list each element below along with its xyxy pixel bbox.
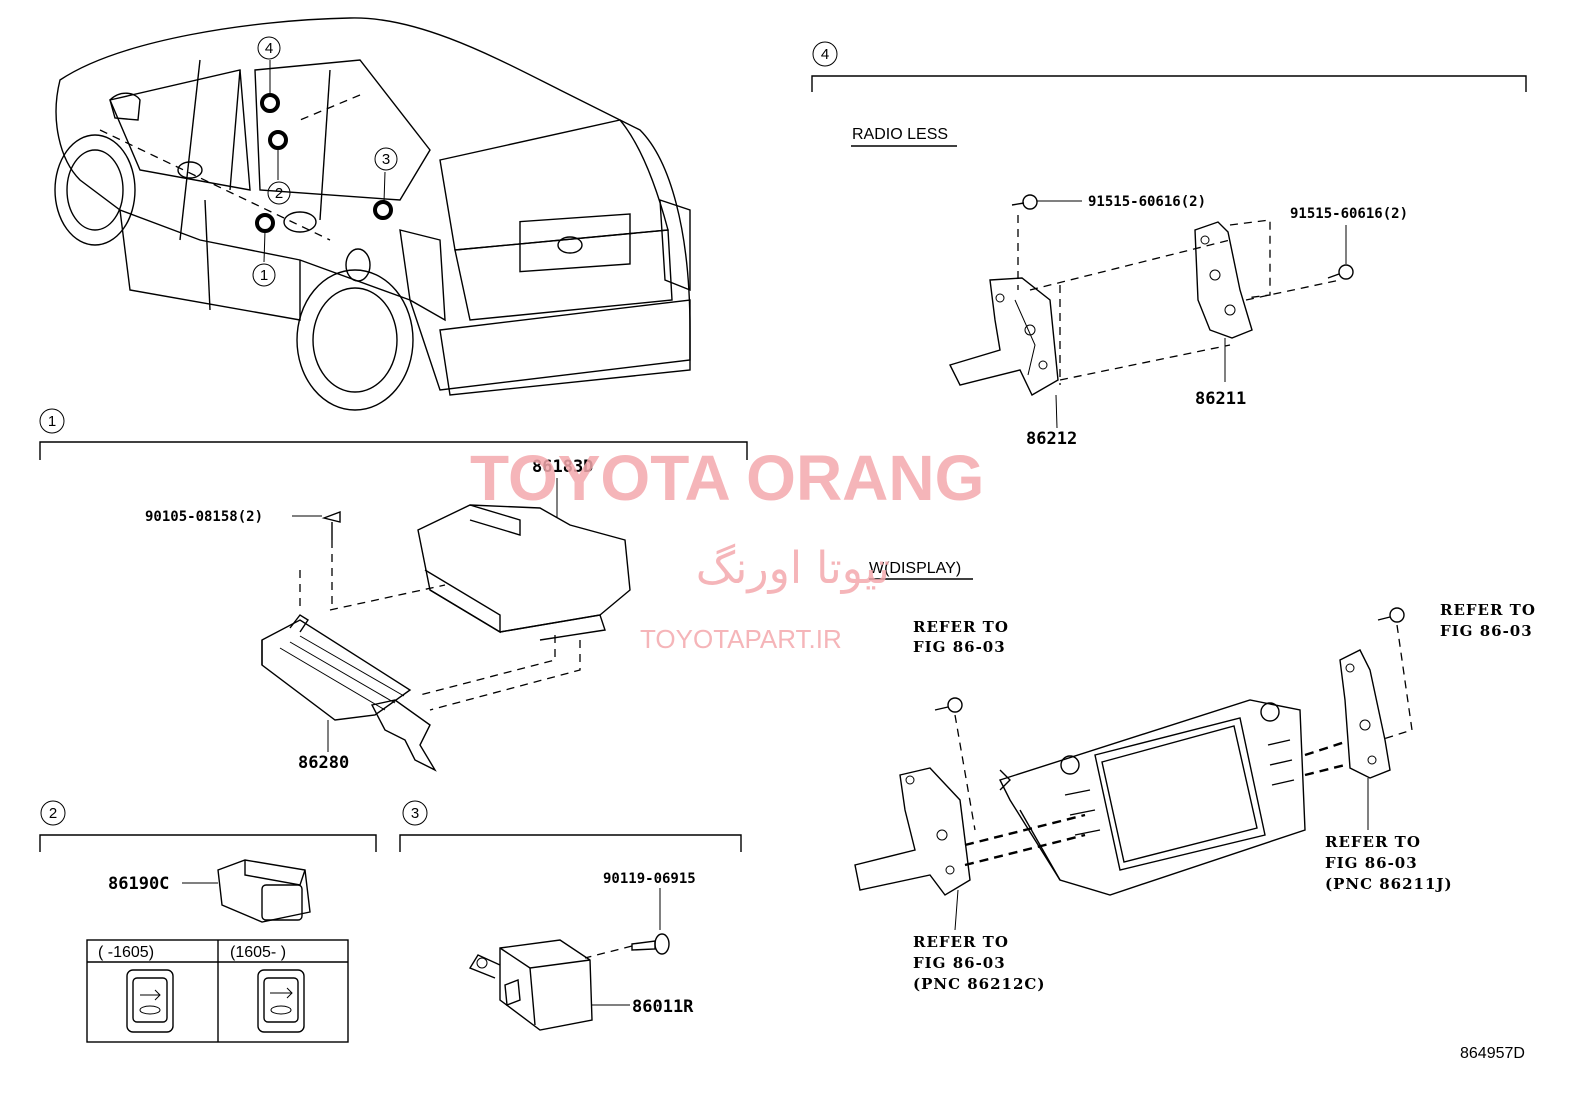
car-callout-4: 4	[257, 36, 281, 60]
radio-less-label: RADIO LESS	[852, 126, 948, 143]
sensor-86011r	[468, 939, 630, 1031]
part-86011r: 86011R	[632, 997, 694, 1017]
refer-a-line2: FIG 86-03	[913, 638, 1006, 656]
bolt-90105	[292, 510, 341, 605]
section-1-badge: 1	[39, 408, 65, 434]
svg-text:1: 1	[48, 413, 56, 430]
refer-c-line2: FIG 86-03	[1325, 854, 1418, 872]
svg-text:4: 4	[821, 46, 829, 63]
svg-text:4: 4	[265, 40, 273, 57]
section-1: 1 90105-08158(2) 86183D	[39, 408, 748, 773]
usb-switch-86190c	[217, 859, 311, 923]
svg-text:2: 2	[275, 185, 283, 202]
figure-code: 864957D	[1460, 1045, 1525, 1062]
table-col1-header: ( -1605)	[98, 944, 154, 961]
watermark-site: TOYOTAPART.IR	[640, 624, 842, 654]
section-4: 4 RADIO LESS 91515-60616(2) 91515-60616(…	[811, 41, 1536, 993]
part-91515-right: 91515-60616(2)	[1290, 206, 1408, 222]
refer-c-line3: (PNC 86211J)	[1325, 875, 1453, 893]
part-86190c: 86190C	[108, 874, 169, 894]
refer-b-line1: REFER TO	[1440, 601, 1536, 619]
section-4-badge: 4	[812, 41, 838, 67]
usb-icon-old	[126, 969, 174, 1033]
refer-a-line1: REFER TO	[913, 618, 1009, 636]
car-illustration: 4 2 3 1	[54, 17, 691, 411]
bolt-90119	[584, 888, 670, 959]
svg-text:3: 3	[411, 805, 419, 822]
bracket-86212	[949, 277, 1059, 429]
display-bolt-left	[934, 697, 976, 831]
table-col2-header: (1605- )	[230, 944, 286, 961]
display-unit	[999, 699, 1306, 896]
usb-icon-new	[257, 969, 305, 1033]
svg-text:1: 1	[260, 267, 268, 284]
part-90119-06915: 90119-06915	[603, 871, 696, 887]
watermark: TOYOTA ORANG تیوتا اورنگ TOYOTAPART.IR	[470, 442, 984, 654]
amplifier-86280	[261, 614, 437, 772]
refer-c-line1: REFER TO	[1325, 833, 1421, 851]
ecu-86183d	[417, 478, 631, 641]
part-86183d: 86183D	[532, 457, 593, 477]
refer-b-line2: FIG 86-03	[1440, 622, 1533, 640]
watermark-persian: تیوتا اورنگ	[696, 543, 890, 594]
watermark-title: TOYOTA ORANG	[470, 442, 984, 514]
refer-d-line3: (PNC 86212C)	[913, 975, 1045, 993]
section-2: 2 86190C ( -1605) (1605- )	[39, 800, 377, 1043]
car-callout-1: 1	[252, 263, 276, 287]
car-callout-2: 2	[267, 181, 291, 205]
section-2-badge: 2	[40, 800, 66, 826]
part-86211: 86211	[1195, 389, 1246, 409]
display-bracket-left	[854, 767, 1086, 931]
section-3: 3 90119-06915 86011R	[399, 800, 742, 1031]
part-91515-left: 91515-60616(2)	[1088, 194, 1206, 210]
refer-d-line2: FIG 86-03	[913, 954, 1006, 972]
bolt-91515-left	[1011, 194, 1082, 210]
section-3-badge: 3	[402, 800, 428, 826]
display-bracket-right	[1304, 649, 1391, 830]
refer-d-line1: REFER TO	[913, 933, 1009, 951]
svg-text:2: 2	[49, 805, 57, 822]
bolt-91515-right	[1327, 225, 1354, 280]
part-86280: 86280	[298, 753, 349, 773]
usb-variant-table: ( -1605) (1605- )	[86, 939, 349, 1043]
svg-text:3: 3	[382, 151, 390, 168]
part-86212: 86212	[1026, 429, 1077, 449]
part-90105-08158: 90105-08158(2)	[145, 509, 263, 525]
car-callout-3: 3	[374, 147, 398, 171]
bracket-86211	[1194, 221, 1253, 382]
w-display-label: W(DISPLAY)	[869, 560, 961, 577]
display-bolt-right	[1377, 607, 1413, 741]
